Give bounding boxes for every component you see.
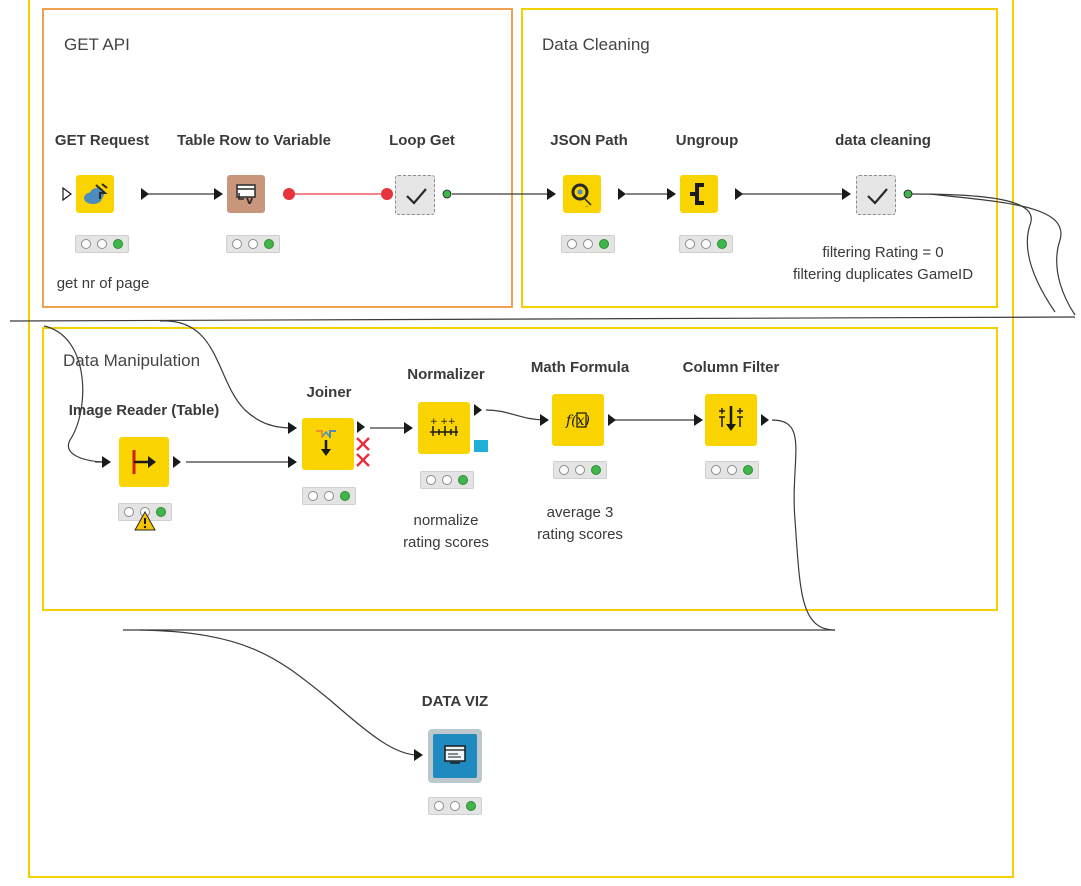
comment-line: rating scores bbox=[537, 526, 623, 543]
node-status-math-formula bbox=[553, 461, 607, 479]
node-loop-get[interactable] bbox=[380, 173, 460, 217]
node-label-loop-get: Loop Get bbox=[389, 132, 455, 149]
node-label-get-request: GET Request bbox=[54, 132, 150, 149]
node-math-formula[interactable]: f(x) bbox=[552, 394, 632, 446]
node-label-math-formula: Math Formula bbox=[530, 359, 630, 376]
svg-text:..: .. bbox=[585, 202, 589, 209]
svg-text:+ ++: + ++ bbox=[430, 417, 455, 427]
svg-text:v: v bbox=[246, 194, 254, 207]
output-port-icon bbox=[173, 456, 181, 468]
node-comment-math-formula: average 3 rating scores bbox=[537, 502, 623, 546]
node-comment-normalizer: normalize rating scores bbox=[403, 510, 489, 554]
annotation-title: Data Cleaning bbox=[542, 35, 650, 54]
node-status-ungroup bbox=[679, 235, 733, 253]
node-status-data-viz bbox=[428, 797, 482, 815]
annotation-get-api[interactable]: GET API bbox=[42, 8, 513, 308]
json-path-icon[interactable]: .. bbox=[563, 175, 601, 213]
comment-line: filtering Rating = 0 bbox=[822, 244, 944, 261]
input-port-icon bbox=[62, 186, 149, 202]
node-json-path[interactable]: .. bbox=[560, 175, 640, 215]
comment-line: normalize bbox=[413, 512, 479, 529]
output-port-icon bbox=[761, 414, 769, 426]
node-label-ungroup: Ungroup bbox=[675, 132, 739, 149]
node-get-request[interactable] bbox=[60, 175, 160, 215]
node-status-table-row-to-variable bbox=[226, 235, 280, 253]
comment-line: average 3 bbox=[546, 504, 614, 521]
node-label-data-viz: DATA VIZ bbox=[421, 693, 489, 710]
normalizer-icon[interactable]: + ++ bbox=[418, 402, 470, 454]
node-data-viz[interactable] bbox=[428, 729, 484, 783]
node-image-reader[interactable] bbox=[117, 437, 197, 489]
output-port-icon bbox=[903, 189, 913, 199]
node-status-joiner bbox=[302, 487, 356, 505]
wire-to-joiner-top bbox=[159, 320, 293, 429]
node-label-data-cleaning: data cleaning bbox=[835, 132, 931, 149]
annotation-data-manipulation[interactable]: Data Manipulation bbox=[42, 327, 998, 611]
node-label-table-row-to-variable: Table Row to Variable bbox=[177, 132, 331, 149]
checkmark-icon[interactable] bbox=[856, 175, 896, 215]
variable-input-port-icon bbox=[381, 188, 393, 200]
output-port-icon bbox=[608, 414, 616, 426]
node-table-row-to-variable[interactable]: v bbox=[225, 175, 300, 215]
image-reader-icon[interactable] bbox=[119, 437, 169, 487]
function-icon[interactable]: f(x) bbox=[552, 394, 604, 446]
node-normalizer[interactable]: + ++ bbox=[418, 402, 498, 458]
column-filter-icon[interactable] bbox=[705, 394, 757, 446]
node-status-get-request bbox=[75, 235, 129, 253]
node-label-joiner: Joiner bbox=[306, 384, 352, 401]
wire-column-filter-wrap bbox=[771, 419, 836, 631]
node-status-normalizer bbox=[420, 471, 474, 489]
node-label-json-path: JSON Path bbox=[550, 132, 628, 149]
normalizer-output-ports bbox=[474, 404, 488, 452]
node-label-normalizer: Normalizer bbox=[407, 366, 485, 383]
annotation-title: GET API bbox=[64, 35, 130, 54]
wire-normalizer-to-math bbox=[485, 409, 547, 421]
node-ungroup[interactable] bbox=[677, 175, 757, 215]
view-icon[interactable] bbox=[428, 729, 482, 783]
node-status-column-filter bbox=[705, 461, 759, 479]
comment-line: filtering duplicates GameID bbox=[792, 266, 974, 283]
wire-row-divider bbox=[9, 316, 1076, 322]
node-status-json-path bbox=[561, 235, 615, 253]
annotation-data-cleaning[interactable]: Data Cleaning bbox=[521, 8, 998, 308]
joiner-icon[interactable] bbox=[302, 418, 354, 470]
checkmark-icon[interactable] bbox=[395, 175, 435, 215]
wire-to-image-reader bbox=[43, 325, 109, 463]
comment-line: rating scores bbox=[403, 534, 489, 551]
ungroup-icon[interactable] bbox=[680, 175, 718, 213]
outer-annotation-frame bbox=[28, 0, 1014, 878]
node-label-column-filter: Column Filter bbox=[682, 359, 780, 376]
joiner-output-ports bbox=[356, 421, 370, 467]
variable-port-icon bbox=[283, 188, 295, 200]
output-port-icon bbox=[735, 188, 743, 200]
annotation-title: Data Manipulation bbox=[63, 351, 201, 370]
node-data-cleaning[interactable] bbox=[852, 173, 932, 217]
wire-data-cleaning-wrap-b bbox=[929, 193, 1076, 316]
cloud-download-icon[interactable] bbox=[76, 175, 114, 213]
node-comment-data-cleaning: filtering Rating = 0 filtering duplicate… bbox=[793, 242, 973, 286]
table-to-variable-icon[interactable]: v bbox=[227, 175, 265, 213]
output-port-icon bbox=[618, 188, 626, 200]
node-column-filter[interactable] bbox=[705, 394, 785, 446]
node-joiner[interactable] bbox=[302, 418, 382, 478]
node-label-image-reader: Image Reader (Table) bbox=[68, 402, 220, 419]
wire-data-cleaning-wrap bbox=[911, 193, 1056, 313]
node-comment-get-request: get nr of page bbox=[56, 275, 150, 292]
wire-to-data-viz bbox=[139, 629, 419, 756]
warning-icon bbox=[134, 511, 156, 531]
